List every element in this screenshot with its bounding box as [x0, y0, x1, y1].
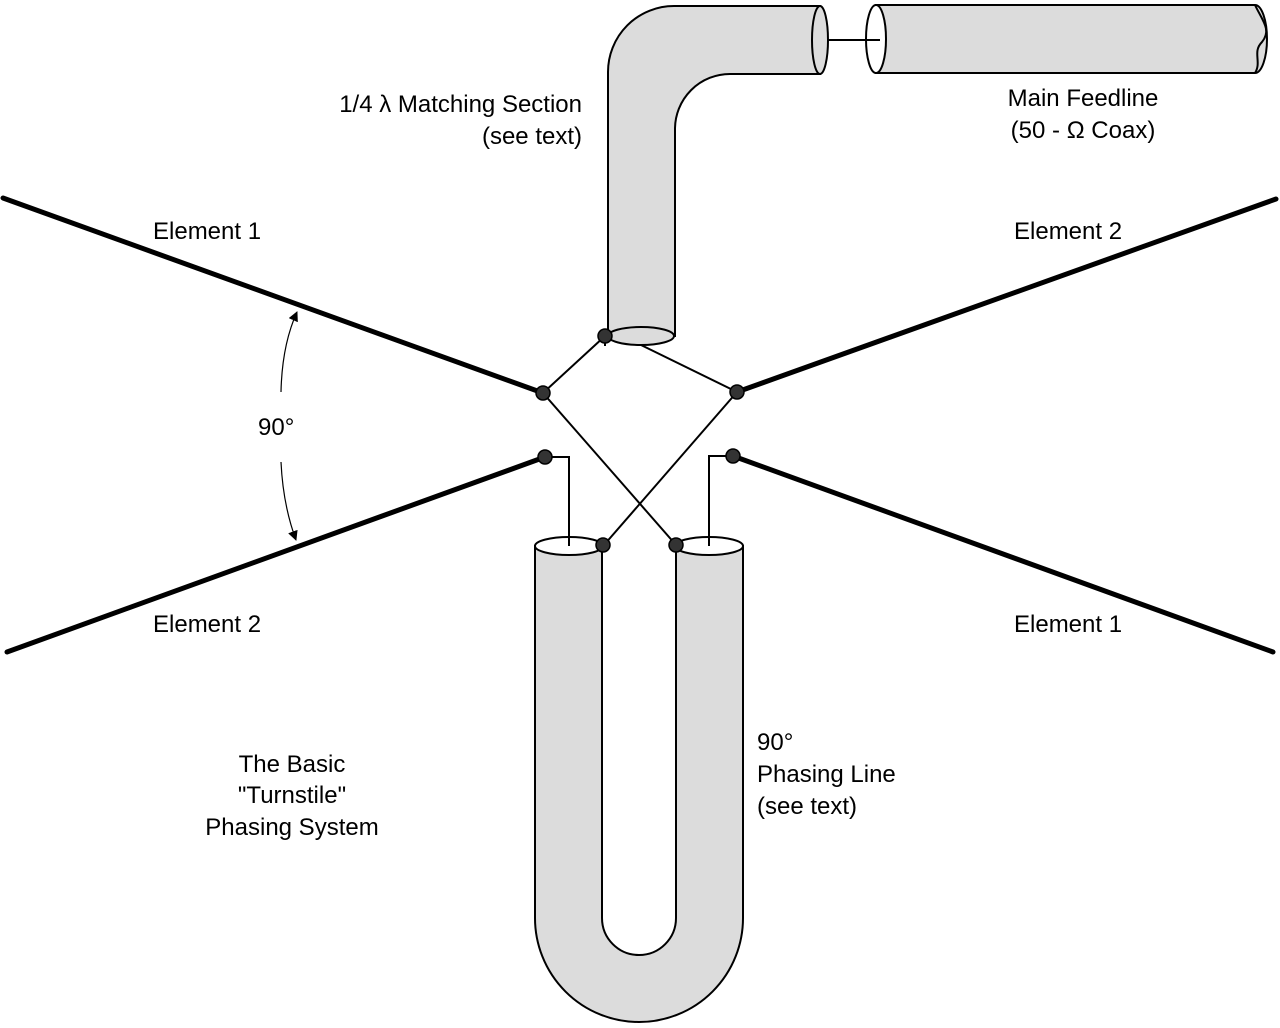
phasing-line-label-1: 90°	[757, 729, 793, 756]
caption-line-3: Phasing System	[205, 814, 378, 841]
caption-line-1: The Basic	[239, 751, 346, 778]
main-feedline-coax	[865, 4, 1268, 74]
matching-section-coax	[607, 5, 829, 346]
main-feedline-sublabel: (50 - Ω Coax)	[1011, 117, 1156, 144]
antenna-elements	[0, 195, 1279, 655]
phasing-line-label-3: (see text)	[757, 793, 857, 820]
caption-line-2: "Turnstile"	[238, 782, 346, 809]
interconnect-wires	[542, 335, 738, 546]
matching-section-sublabel: (see text)	[482, 123, 582, 150]
element-2-upper-right-wire	[734, 196, 1279, 395]
phasing-line-coax	[534, 536, 744, 1023]
element-2-label-lower: Element 2	[153, 611, 261, 638]
element-1-label-lower: Element 1	[1014, 611, 1122, 638]
element-2-label-upper: Element 2	[1014, 218, 1122, 245]
main-feedline-label: Main Feedline	[1008, 85, 1159, 112]
matching-section-label: 1/4 λ Matching Section	[339, 91, 582, 118]
element-1-lower-right-wire	[730, 453, 1276, 655]
phasing-line-label-2: Phasing Line	[757, 761, 896, 788]
element-2-lower-left-wire	[4, 454, 548, 655]
angle-label: 90°	[258, 414, 294, 441]
angle-arc	[280, 311, 298, 541]
element-1-label-upper: Element 1	[153, 218, 261, 245]
element-1-upper-left-wire	[0, 195, 546, 396]
junction-dots	[535, 328, 745, 553]
